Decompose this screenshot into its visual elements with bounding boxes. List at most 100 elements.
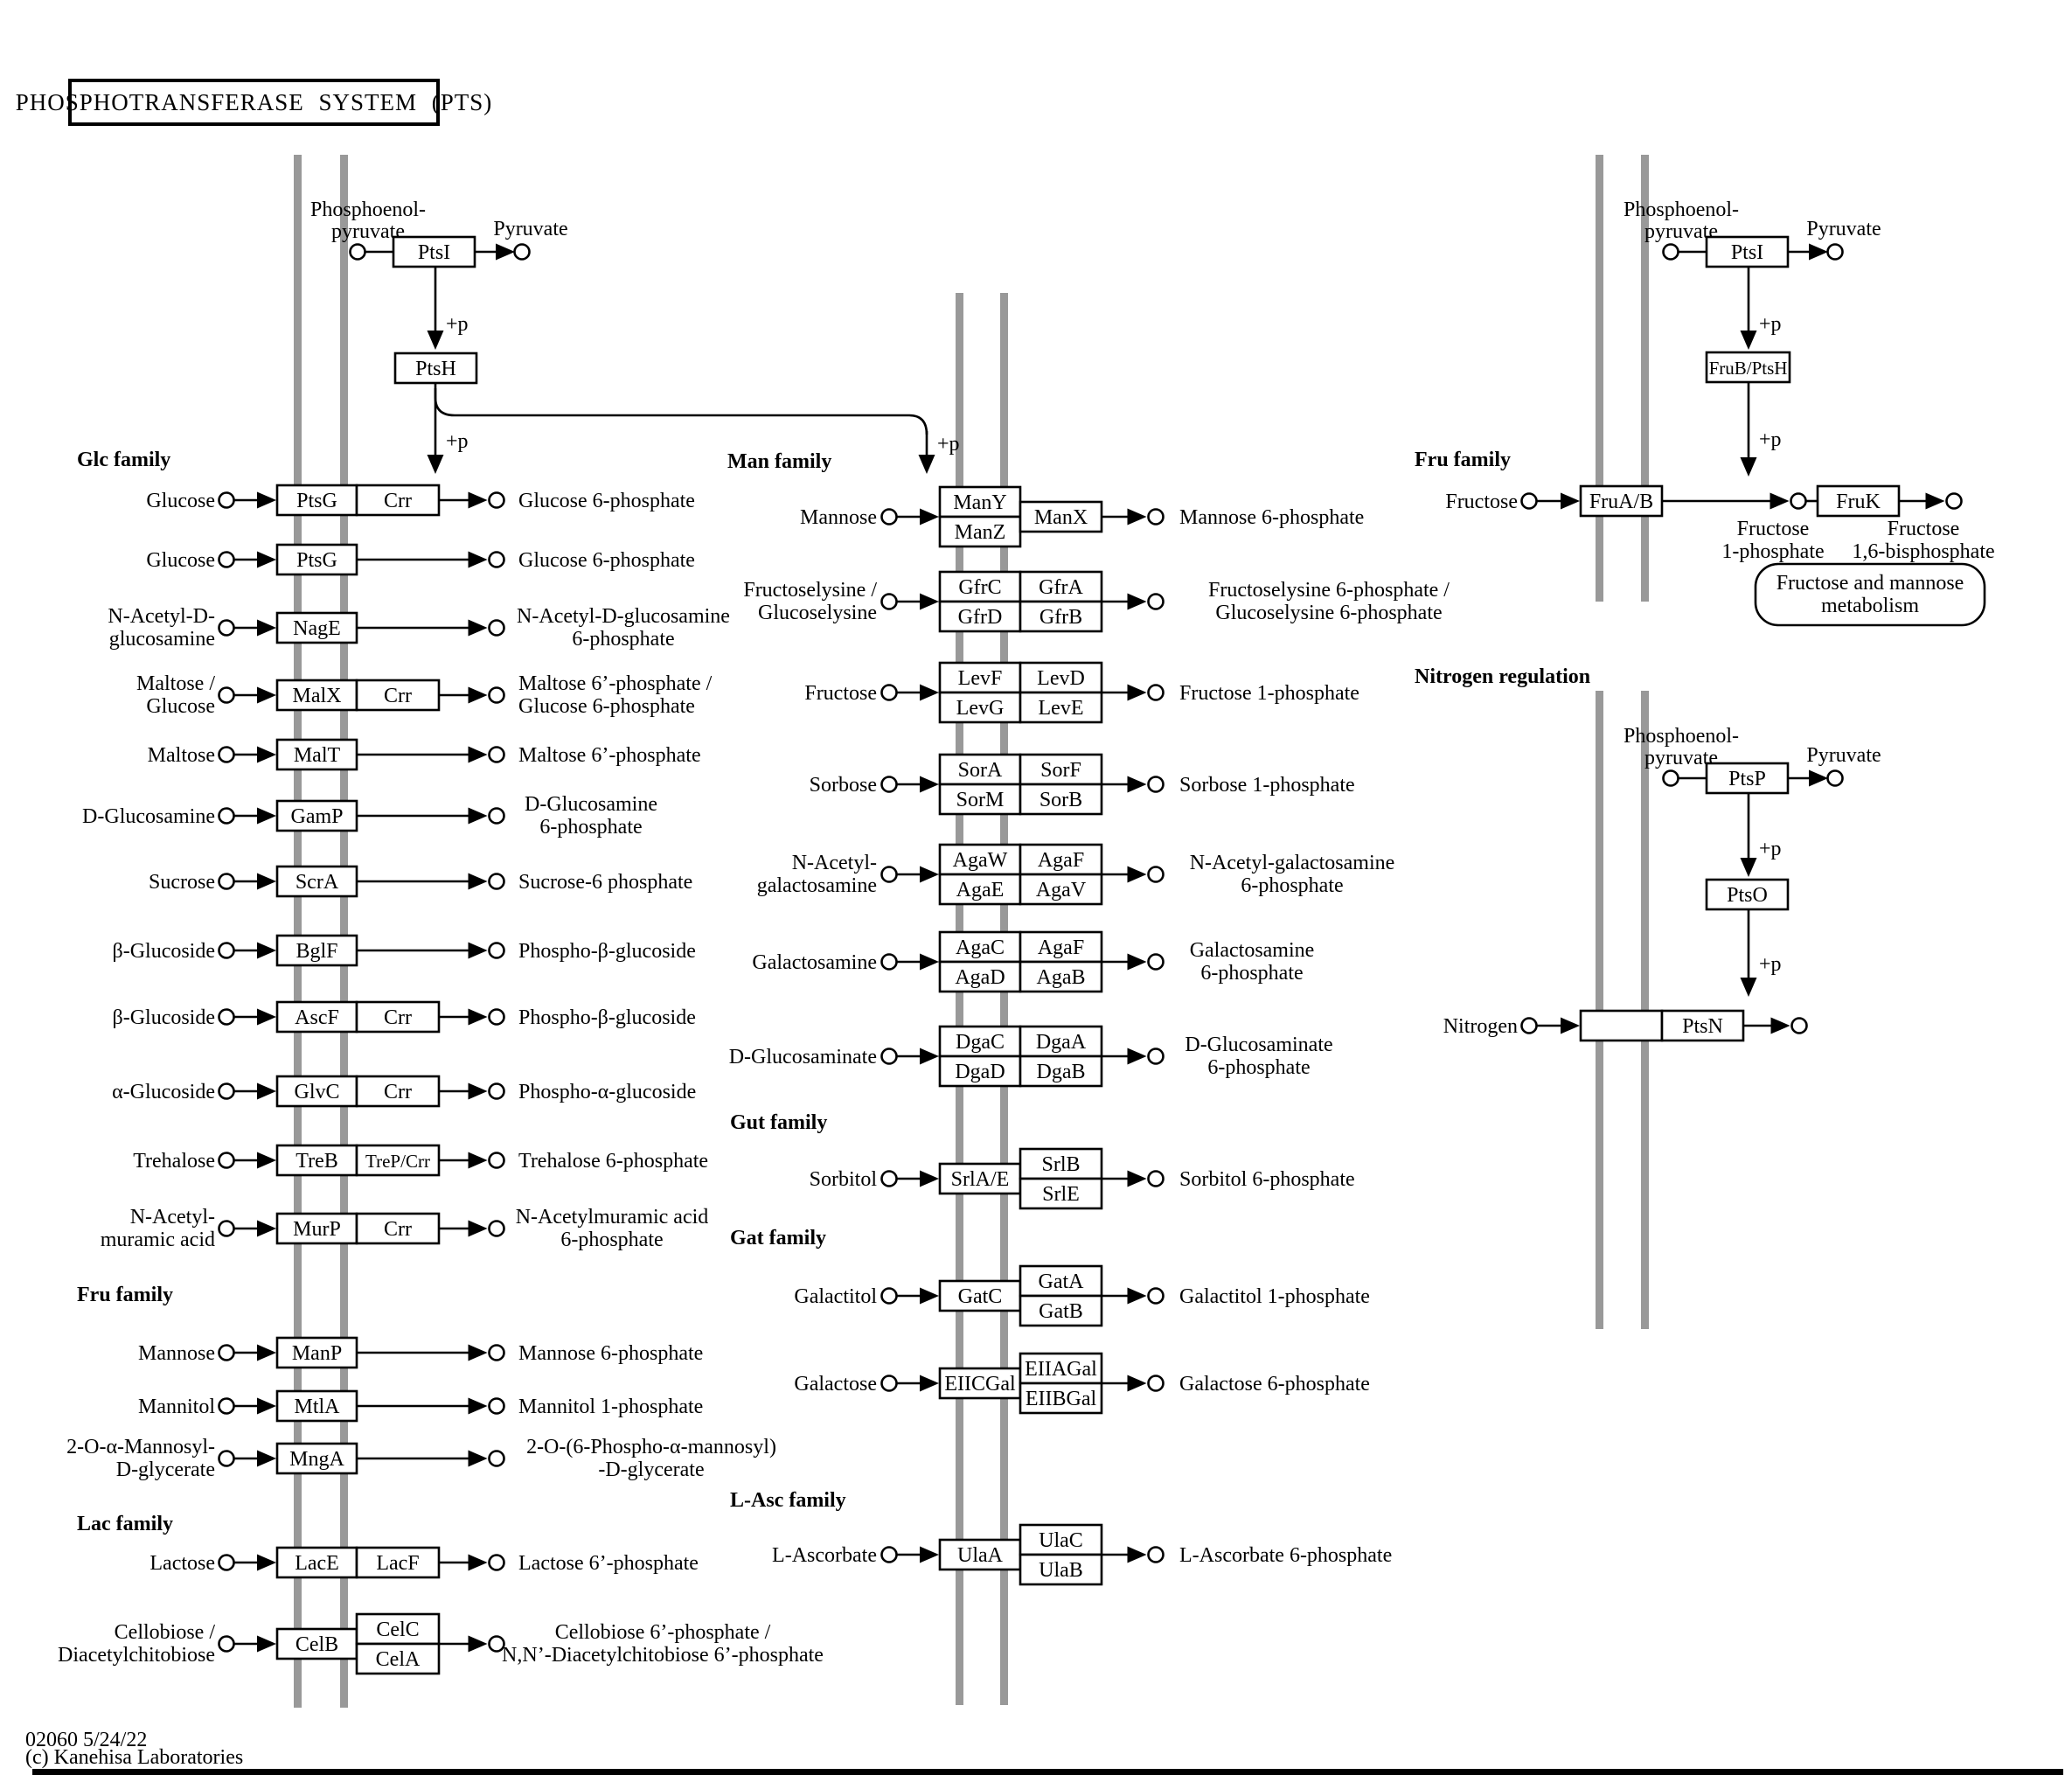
enzyme-box-TreB[interactable]	[275, 1144, 358, 1177]
compound-circle-product[interactable]	[488, 619, 505, 637]
pathway-link-box[interactable]	[1754, 562, 1986, 627]
compound-circle-product[interactable]	[488, 746, 505, 763]
enzyme-box-CelB[interactable]	[275, 1627, 358, 1660]
compound-circle-substrate[interactable]	[218, 746, 235, 763]
compound-circle-product[interactable]	[1147, 593, 1165, 610]
compound-circle-pyruvate[interactable]	[1826, 769, 1844, 787]
compound-circle-product[interactable]	[1147, 776, 1165, 793]
compound-circle-product[interactable]	[1147, 1287, 1165, 1305]
compound-circle-substrate[interactable]	[218, 873, 235, 890]
enzyme-box-GatC[interactable]	[938, 1279, 1022, 1312]
compound-circle-product[interactable]	[488, 1635, 505, 1653]
enzyme-box-PtsO[interactable]	[1705, 878, 1790, 911]
enzyme-box-PtsG[interactable]	[275, 543, 358, 576]
compound-circle-product[interactable]	[1147, 1375, 1165, 1392]
enzyme-box-GatB[interactable]	[1019, 1294, 1103, 1327]
compound-circle-substrate[interactable]	[880, 1048, 898, 1065]
enzyme-box-LacE[interactable]	[275, 1546, 358, 1579]
compound-circle-product[interactable]	[488, 491, 505, 509]
compound-circle-substrate[interactable]	[218, 551, 235, 568]
compound-circle-product[interactable]	[488, 1152, 505, 1169]
compound-circle-pyruvate[interactable]	[1826, 243, 1844, 261]
enzyme-box-UlaB[interactable]	[1019, 1553, 1103, 1586]
compound-circle-product[interactable]	[488, 551, 505, 568]
enzyme-box-LevF[interactable]	[938, 661, 1022, 694]
enzyme-box-EIIAGal[interactable]	[1019, 1352, 1103, 1385]
enzyme-box-AgaV[interactable]	[1019, 873, 1103, 906]
enzyme-box-PtsP[interactable]	[1705, 762, 1790, 795]
compound-circle-pyruvate[interactable]	[513, 243, 531, 261]
compound-circle-product[interactable]	[1147, 508, 1165, 526]
compound-circle-substrate[interactable]	[880, 776, 898, 793]
compound-circle-pep[interactable]	[1662, 769, 1679, 787]
enzyme-box-Crr[interactable]	[355, 679, 441, 712]
enzyme-box-GlvC[interactable]	[275, 1075, 358, 1108]
compound-circle-product[interactable]	[1147, 866, 1165, 883]
enzyme-box-PtsI[interactable]	[1705, 235, 1790, 268]
compound-circle-substrate[interactable]	[880, 1375, 898, 1392]
compound-circle-product[interactable]	[1945, 492, 1963, 510]
compound-circle-product[interactable]	[488, 1397, 505, 1415]
enzyme-box-FruB/PtsH[interactable]	[1705, 351, 1791, 384]
enzyme-box-DgaB[interactable]	[1019, 1055, 1103, 1088]
enzyme-box-SorF[interactable]	[1019, 753, 1103, 786]
compound-circle-product[interactable]	[488, 1344, 505, 1361]
enzyme-box-ptsn-membrane[interactable]	[1579, 1009, 1664, 1042]
enzyme-box-FruA/B[interactable]	[1579, 484, 1664, 518]
compound-circle-substrate[interactable]	[218, 1220, 235, 1237]
compound-circle-substrate[interactable]	[218, 1152, 235, 1169]
compound-circle-product[interactable]	[488, 1082, 505, 1100]
enzyme-box-LevG[interactable]	[938, 691, 1022, 724]
enzyme-box-ManZ[interactable]	[938, 515, 1022, 548]
compound-circle-product[interactable]	[1147, 1546, 1165, 1563]
compound-circle-product[interactable]	[488, 1554, 505, 1571]
compound-circle-substrate[interactable]	[880, 1170, 898, 1187]
compound-circle-product[interactable]	[488, 807, 505, 825]
compound-circle-substrate[interactable]	[218, 1344, 235, 1361]
compound-circle-product[interactable]	[1147, 1170, 1165, 1187]
enzyme-box-UlaA[interactable]	[938, 1538, 1022, 1571]
enzyme-box-SrlE[interactable]	[1019, 1177, 1103, 1210]
compound-circle-substrate[interactable]	[880, 1287, 898, 1305]
enzyme-box-LevE[interactable]	[1019, 691, 1103, 724]
compound-circle-substrate[interactable]	[218, 1554, 235, 1571]
compound-circle-substrate[interactable]	[880, 593, 898, 610]
enzyme-box-TreP/Crr[interactable]	[355, 1144, 441, 1177]
compound-circle-substrate[interactable]	[218, 619, 235, 637]
compound-circle-substrate[interactable]	[880, 508, 898, 526]
enzyme-box-MtlA[interactable]	[275, 1389, 358, 1423]
enzyme-box-SorA[interactable]	[938, 753, 1022, 786]
enzyme-box-MalX[interactable]	[275, 679, 358, 712]
enzyme-box-LacF[interactable]	[355, 1546, 441, 1579]
compound-circle-product[interactable]	[1790, 1017, 1808, 1034]
compound-circle-product[interactable]	[1147, 684, 1165, 701]
compound-circle-substrate[interactable]	[880, 684, 898, 701]
enzyme-box-SrlB[interactable]	[1019, 1147, 1103, 1180]
compound-circle-substrate[interactable]	[880, 1546, 898, 1563]
compound-circle-substrate[interactable]	[880, 953, 898, 971]
compound-circle-product[interactable]	[488, 1450, 505, 1467]
compound-circle-product[interactable]	[1147, 1048, 1165, 1065]
enzyme-box-SorB[interactable]	[1019, 783, 1103, 816]
compound-circle-substrate[interactable]	[218, 1450, 235, 1467]
compound-circle-product[interactable]	[488, 873, 505, 890]
enzyme-box-NagE[interactable]	[275, 611, 358, 644]
compound-circle-product[interactable]	[488, 1008, 505, 1026]
compound-circle-product[interactable]	[1147, 953, 1165, 971]
enzyme-box-FruK[interactable]	[1816, 484, 1901, 518]
compound-circle-substrate[interactable]	[218, 942, 235, 959]
compound-circle-substrate[interactable]	[880, 866, 898, 883]
compound-circle-substrate[interactable]	[218, 807, 235, 825]
enzyme-box-PtsN[interactable]	[1660, 1009, 1745, 1042]
enzyme-box-DgaD[interactable]	[938, 1055, 1022, 1088]
compound-circle-pep[interactable]	[349, 243, 366, 261]
compound-circle-substrate[interactable]	[1520, 1017, 1538, 1034]
enzyme-box-AgaB[interactable]	[1019, 960, 1103, 993]
compound-circle-intermediate[interactable]	[1790, 492, 1807, 510]
enzyme-box-AgaF[interactable]	[1019, 930, 1103, 964]
enzyme-box-AgaD[interactable]	[938, 960, 1022, 993]
enzyme-box-CelA[interactable]	[355, 1642, 441, 1675]
enzyme-box-GfrD[interactable]	[938, 600, 1022, 633]
enzyme-box-AgaE[interactable]	[938, 873, 1022, 906]
compound-circle-substrate[interactable]	[218, 1397, 235, 1415]
